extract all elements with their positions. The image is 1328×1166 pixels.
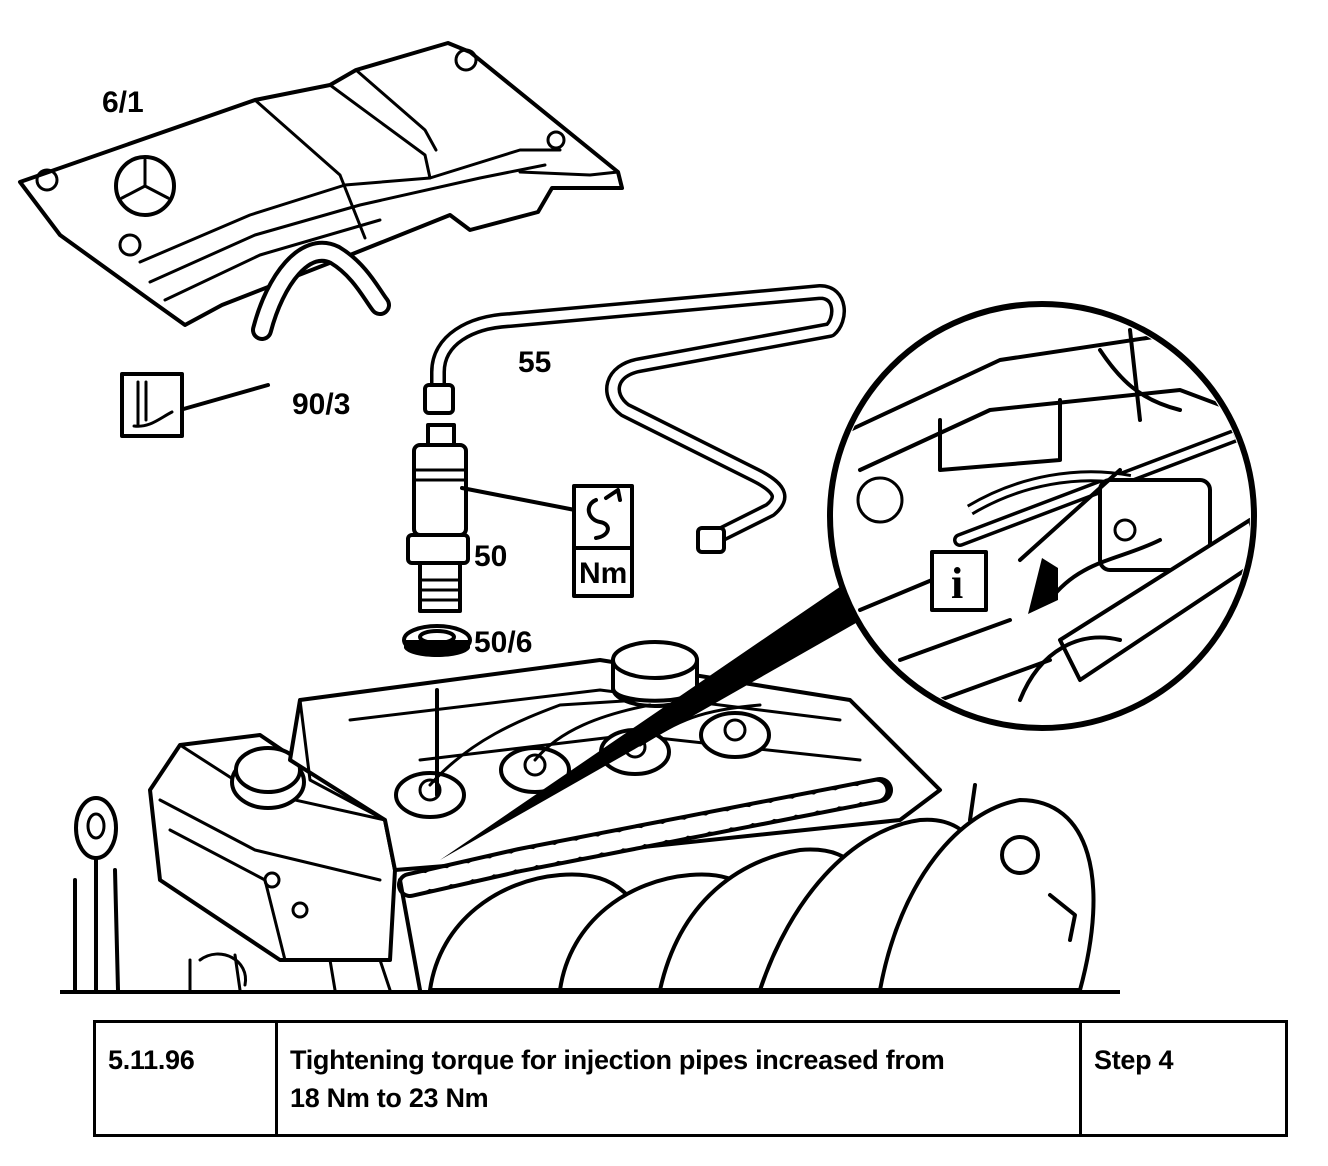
sealing-washer bbox=[402, 624, 472, 657]
hose-leader-line bbox=[178, 383, 270, 412]
revision-table: 5.11.96 Tightening torque for injection … bbox=[93, 1020, 1288, 1137]
vacuum-hose bbox=[251, 240, 391, 341]
torque-unit: Nm bbox=[579, 557, 627, 590]
injection-nozzle bbox=[406, 423, 470, 613]
label-injector: 50 bbox=[474, 540, 507, 573]
engine-cover bbox=[18, 41, 624, 327]
clamp-tool-icon bbox=[120, 372, 184, 438]
revision-description-line1: Tightening torque for injection pipes in… bbox=[290, 1045, 945, 1075]
table-row: 5.11.96 Tightening torque for injection … bbox=[93, 1020, 1288, 1137]
revision-description-line2: 18 Nm to 23 Nm bbox=[290, 1083, 489, 1113]
info-icon: i bbox=[930, 550, 988, 612]
torque-unit-box bbox=[572, 546, 634, 598]
engine-block bbox=[60, 640, 1120, 994]
label-washer: 50/6 bbox=[474, 626, 532, 659]
injector-leader-line bbox=[460, 486, 577, 512]
detail-callout bbox=[440, 301, 1257, 860]
label-cover: 6/1 bbox=[102, 86, 144, 119]
mercedes-star-icon bbox=[114, 155, 176, 217]
injection-pipe bbox=[423, 284, 846, 554]
info-symbol: i bbox=[951, 559, 963, 608]
revision-description: Tightening torque for injection pipes in… bbox=[275, 1020, 1082, 1137]
torque-wrench-icon bbox=[572, 484, 634, 550]
label-pipe: 55 bbox=[518, 346, 551, 379]
revision-step: Step 4 bbox=[1079, 1020, 1288, 1137]
label-hose: 90/3 bbox=[292, 388, 350, 421]
revision-date: 5.11.96 bbox=[93, 1020, 278, 1137]
